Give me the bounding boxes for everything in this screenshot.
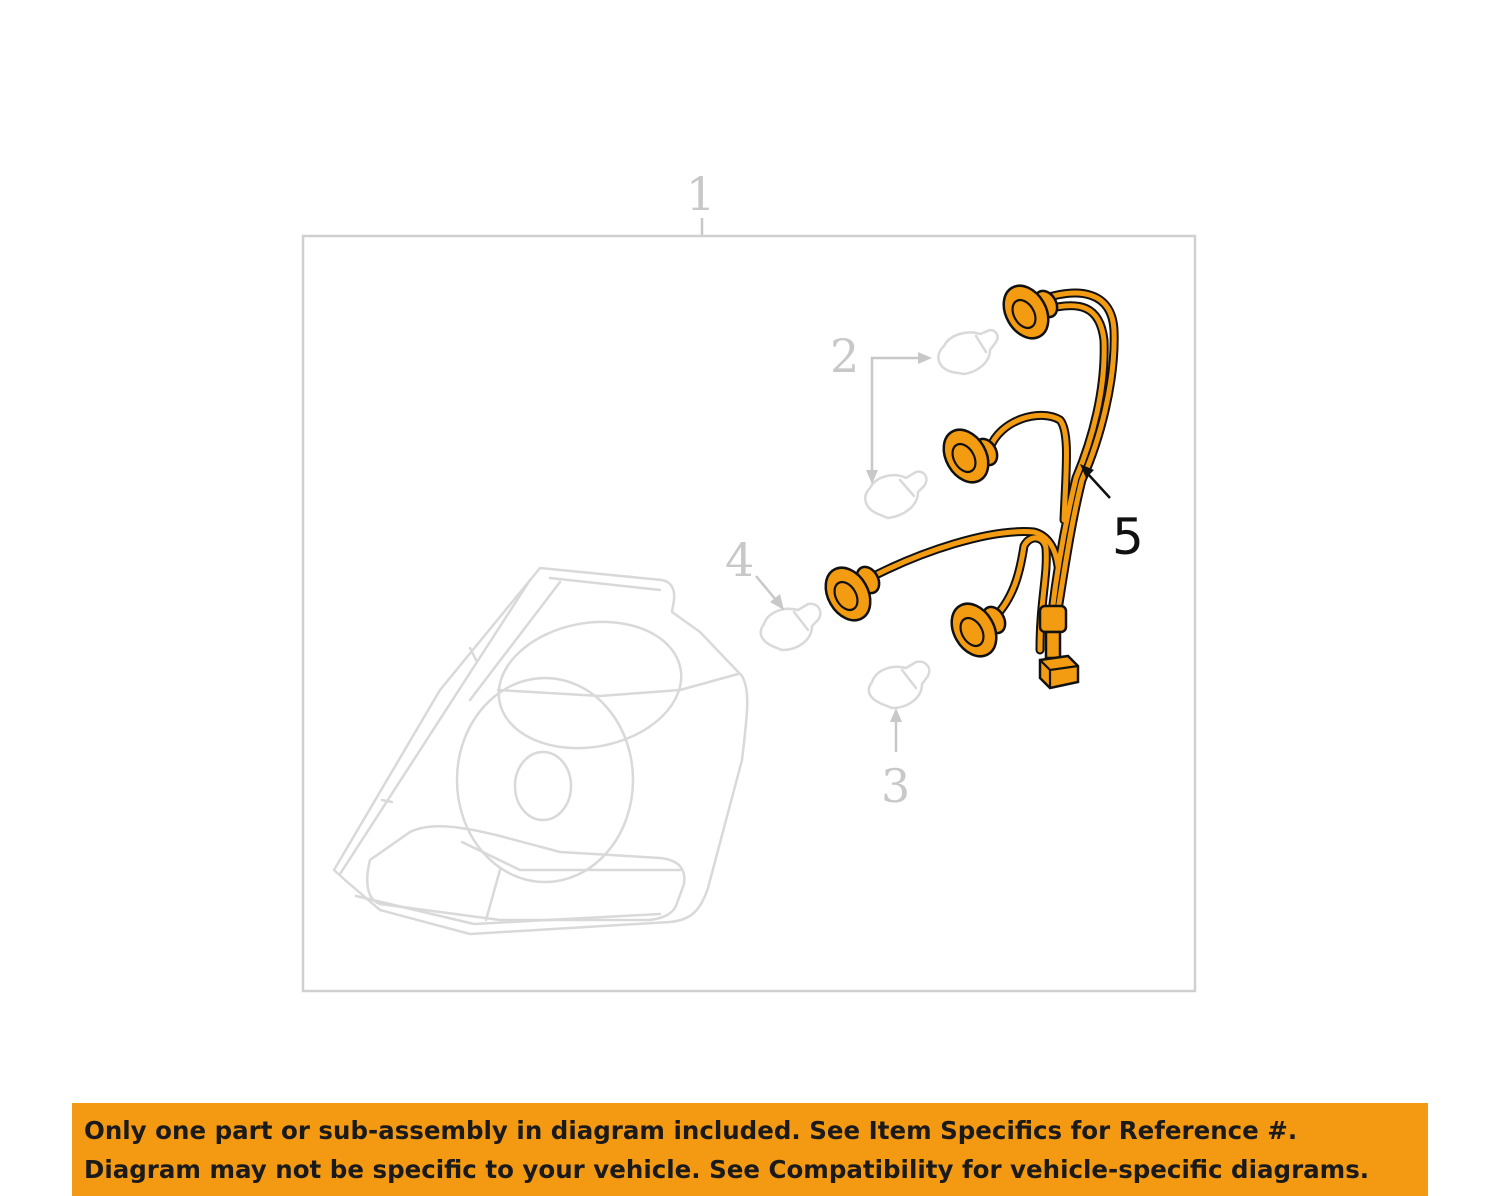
bulb-socket-bottom [950, 602, 1007, 658]
wiring-harness [824, 284, 1119, 690]
bulb-socket-upper-middle [942, 428, 999, 484]
bulb-3 [867, 660, 931, 710]
callout-2: 2 [830, 329, 859, 383]
disclaimer-banner: Only one part or sub-assembly in diagram… [72, 1103, 1428, 1196]
bulb-4 [759, 602, 822, 652]
callout-2-leader [866, 352, 932, 484]
disclaimer-line-2: Diagram may not be specific to your vehi… [84, 1155, 1370, 1184]
bulb-2-lower [864, 470, 928, 520]
callout-1: 1 [686, 167, 715, 221]
callout-5: 5 [1112, 508, 1144, 566]
callout-4-leader [755, 575, 784, 610]
callout-3: 3 [881, 759, 910, 813]
disclaimer-line-1: Only one part or sub-assembly in diagram… [84, 1116, 1298, 1145]
tail-lamp-housing [332, 566, 749, 936]
bulb-2-upper [937, 328, 999, 376]
harness-connector [1038, 654, 1080, 690]
bulb-socket-left [824, 565, 881, 622]
harness-connector-neck [1044, 630, 1062, 660]
harness-grommet [1038, 604, 1068, 634]
callout-4: 4 [725, 533, 754, 587]
callout-5-leader [1080, 464, 1111, 499]
bulb-socket-top [1002, 284, 1059, 340]
assembly-frame [301, 234, 1197, 993]
callout-3-leader [890, 708, 902, 752]
